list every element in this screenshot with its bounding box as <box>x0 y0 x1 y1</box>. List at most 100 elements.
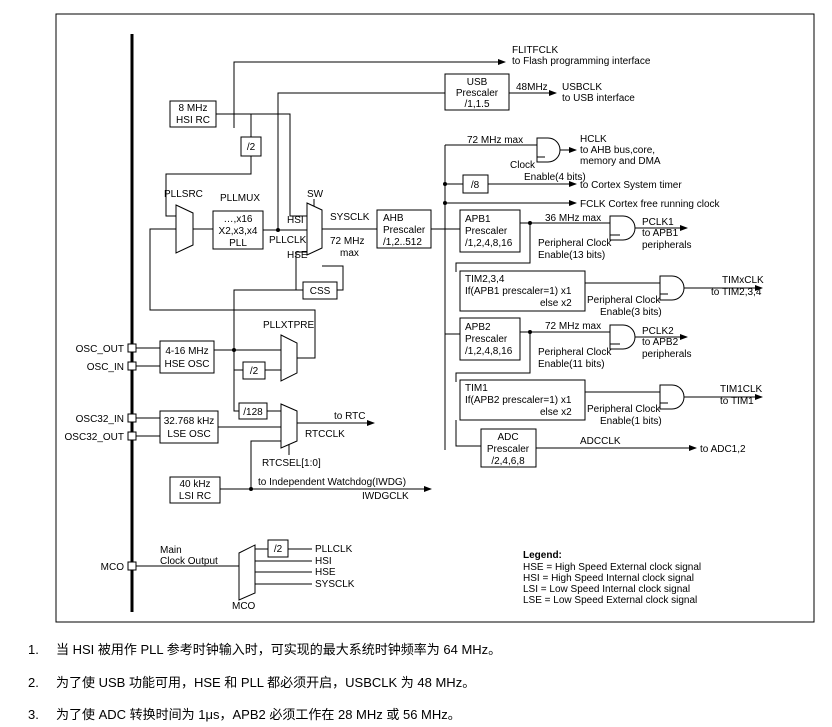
hsi-rc-block <box>169 100 217 128</box>
timxclk-label: TIMxCLK <box>722 275 764 286</box>
apb1-prescaler-block <box>459 209 521 253</box>
hse-div128-label: /128 <box>243 407 263 418</box>
periph-clock-3-1: Peripheral Clock <box>587 295 661 306</box>
hse-osc-block <box>159 340 215 374</box>
pclk2-desc-1: to APB2 <box>642 337 679 348</box>
pllmux-label: PLLMUX <box>220 193 260 204</box>
main-clock-output-1: Main <box>160 545 182 556</box>
mco-hse: HSE <box>315 567 336 578</box>
pclk1-desc-2: peripherals <box>642 240 691 251</box>
osc32-in-pin <box>127 413 137 423</box>
sysclk-max-2: max <box>340 248 359 259</box>
hse-div2-label: /2 <box>250 366 259 377</box>
pclk2-and-gate <box>609 324 636 350</box>
pllsrc-mux <box>175 204 194 254</box>
diagram-frame <box>55 13 815 623</box>
usb-prescaler-3: /1,1.5 <box>464 99 489 110</box>
hsi-rc-label-2: HSI RC <box>176 115 210 126</box>
rtcsel-label: RTCSEL[1:0] <box>262 458 321 469</box>
pclk2-desc-2: peripherals <box>642 349 691 360</box>
tim1clk-desc: to TIM1 <box>720 396 754 407</box>
ahb-prescaler-3: /1,2..512 <box>383 237 422 248</box>
sysclk-max-1: 72 MHz <box>330 236 364 247</box>
legend-item-hse: HSE = High Speed External clock signal <box>523 562 701 573</box>
apb1-prescaler-2: Prescaler <box>465 226 508 237</box>
mco-mux <box>238 544 256 601</box>
osc32-out-label: OSC32_OUT <box>65 432 124 443</box>
footnote: 1.当 HSI 被用作 PLL 参考时钟输入时，可实现的最大系统时钟频率为 64… <box>28 639 501 658</box>
iwdg-desc: to Independent Watchdog(IWDG) <box>258 477 406 488</box>
apb1-max-label: 36 MHz max <box>545 213 601 224</box>
usb-prescaler-2: Prescaler <box>456 88 499 99</box>
apb2-prescaler-block <box>459 317 521 361</box>
apb2-max-label: 72 MHz max <box>545 321 601 332</box>
tim1clk-and-gate <box>659 384 685 410</box>
mco-pin <box>127 561 137 571</box>
tim234-1: TIM2,3,4 <box>465 274 505 285</box>
usb-prescaler-block <box>444 73 510 111</box>
adc-desc: to ADC1,2 <box>700 444 746 455</box>
pclk2-label: PCLK2 <box>642 326 674 337</box>
cortex-timer-label: to Cortex System timer <box>580 180 682 191</box>
mco-pin-label: MCO <box>101 562 125 573</box>
periph-clock-3-2: Enable(3 bits) <box>600 307 662 318</box>
tim234-2: If(APB1 prescaler=1) x1 <box>465 286 572 297</box>
tim1-2: If(APB2 prescaler=1) x1 <box>465 395 572 406</box>
tim1clk-label: TIM1CLK <box>720 384 763 395</box>
tim234-3: else x2 <box>540 298 572 309</box>
pllsrc-label: PLLSRC <box>164 189 203 200</box>
mco-mux-label: MCO <box>232 601 256 612</box>
footnote: 3. 为了使 ADC 转换时间为 1μs，APB2 必须工作在 28 MHz 或 … <box>28 704 461 723</box>
hsi-rc-label-1: 8 MHz <box>179 103 208 114</box>
lse-osc-1: 32.768 kHz <box>164 416 215 427</box>
osc-in-pin <box>127 361 137 371</box>
apb1-prescaler-3: /1,2,4,8,16 <box>465 238 513 249</box>
periph-clock-1-1: Peripheral Clock <box>587 404 661 415</box>
pclk1-and-gate <box>609 215 636 241</box>
legend-item-lse: LSE = Low Speed External clock signal <box>523 595 697 606</box>
pll-label: PLL <box>229 238 247 249</box>
adcclk-label: ADCCLK <box>580 436 621 447</box>
timxclk-desc: to TIM2,3,4 <box>711 287 762 298</box>
lsi-rc-1: 40 kHz <box>179 479 210 490</box>
mco-sysclk: SYSCLK <box>315 579 355 590</box>
lse-osc-2: LSE OSC <box>167 429 210 440</box>
apb1-prescaler-1: APB1 <box>465 214 491 225</box>
footnote-text: 为了使 USB 功能可用，HSE 和 PLL 都必须开启，USBCLK 为 48… <box>56 675 476 690</box>
sw-label: SW <box>307 189 324 200</box>
footnote-number: 2. <box>28 675 39 690</box>
footnote-number: 3. <box>28 707 39 722</box>
rtcclk-label: RTCCLK <box>305 429 345 440</box>
pll-block <box>212 210 264 250</box>
osc32-out-pin <box>127 431 137 441</box>
ahb-max-label: 72 MHz max <box>467 135 523 146</box>
iwdgclk-label: IWDGCLK <box>362 491 409 502</box>
periph-clock-13-2: Enable(13 bits) <box>538 250 605 261</box>
sw-pllclk: PLLCLK <box>269 235 307 246</box>
pclk1-desc-1: to APB1 <box>642 228 679 239</box>
mco-hsi: HSI <box>315 556 332 567</box>
clock-enable-4-line1: Clock <box>510 160 536 171</box>
tim1-3: else x2 <box>540 407 572 418</box>
footnote-text: 为了使 ADC 转换时间为 1μs，APB2 必须工作在 28 MHz 或 56… <box>56 707 461 722</box>
hclk-and-gate <box>536 137 561 163</box>
clock-enable-4-line2: Enable(4 bits) <box>524 172 586 183</box>
usb-prescaler-1: USB <box>467 77 488 88</box>
adc-prescaler-block <box>480 428 537 468</box>
clock-tree-diagram: 8 MHz HSI RC FLITFCLK to Flash programmi… <box>55 13 815 623</box>
apb2-prescaler-2: Prescaler <box>465 334 508 345</box>
hclk-desc-1: to AHB bus,core, <box>580 145 655 156</box>
tim1-1: TIM1 <box>465 383 488 394</box>
hsi-div2-label: /2 <box>247 142 256 153</box>
sw-hsi: HSI <box>287 215 304 226</box>
legend-item-lsi: LSI = Low Speed Internal clock signal <box>523 584 690 595</box>
lse-osc-block <box>159 410 219 444</box>
adc-prescaler-2: Prescaler <box>487 444 530 455</box>
pll-mul-2: X2,x3,x4 <box>219 226 258 237</box>
tim234-block <box>459 270 586 312</box>
mco-pllclk: PLLCLK <box>315 544 353 555</box>
legend-item-hsi: HSI = High Speed Internal clock signal <box>523 573 694 584</box>
osc-in-label: OSC_IN <box>87 362 124 373</box>
main-clock-output-2: Clock Output <box>160 556 218 567</box>
osc-out-pin <box>127 343 137 353</box>
